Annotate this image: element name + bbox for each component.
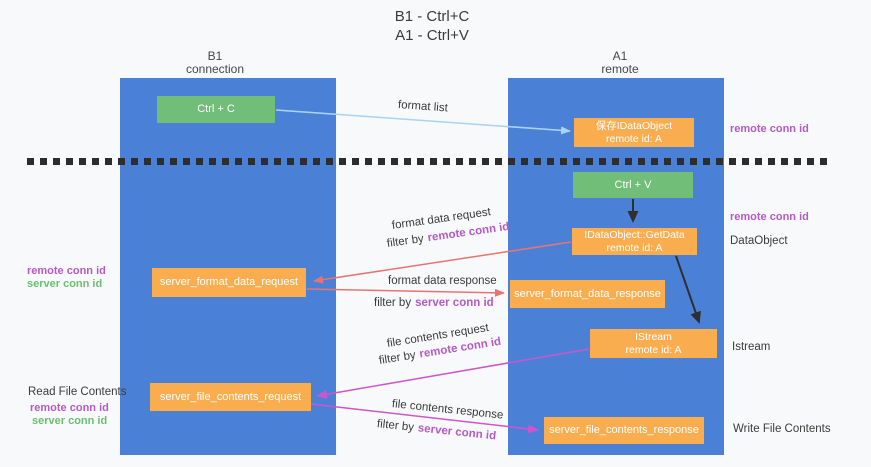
side-label-write-file-contents: Write File Contents bbox=[733, 423, 831, 435]
title-line-1: B1 - Ctrl+C bbox=[394, 8, 470, 25]
server-file-contents-response-label: server_file_contents_response bbox=[549, 424, 699, 436]
istream-line1: IStream bbox=[635, 330, 672, 343]
node-server-file-contents-request: server_file_contents_request bbox=[150, 383, 311, 411]
side-label-remote-conn-id-bottom-left: remote conn id bbox=[30, 402, 109, 414]
node-idataobject-getdata: IDataObject::GetData remote id: A bbox=[572, 228, 697, 255]
node-server-file-contents-response: server_file_contents_response bbox=[544, 417, 704, 444]
side-label-remote-conn-id-top-right: remote conn id bbox=[730, 123, 809, 135]
section-divider-dashed-line bbox=[27, 158, 833, 165]
server-conn-id-text: server conn id bbox=[415, 297, 494, 309]
title-line-2: A1 - Ctrl+V bbox=[395, 27, 469, 44]
lane-header-a1: A1 remote bbox=[520, 50, 720, 76]
lane-a1-role: remote bbox=[601, 62, 639, 76]
istream-line2: remote id: A bbox=[625, 343, 682, 356]
server-file-contents-request-label: server_file_contents_request bbox=[159, 390, 302, 403]
save-idataobject-line1: 保存IDataObject bbox=[595, 119, 673, 132]
filter-by-text: filter by bbox=[374, 297, 412, 309]
node-save-idataobject: 保存IDataObject remote id: A bbox=[574, 118, 694, 147]
getdata-line1: IDataObject::GetData bbox=[584, 228, 685, 241]
server-format-data-request-label: server_format_data_request bbox=[159, 276, 299, 288]
arrow-format-data-response bbox=[306, 288, 505, 297]
arrow-file-contents-response bbox=[310, 403, 539, 434]
arrow-getdata-to-istream bbox=[675, 255, 701, 324]
node-ctrl-c: Ctrl + C bbox=[157, 96, 275, 123]
side-label-read-file-contents: Read File Contents bbox=[28, 386, 127, 398]
lane-b1-name: B1 bbox=[207, 49, 223, 63]
arrow-file-contents-request bbox=[316, 348, 590, 399]
lane-b1-role: connection bbox=[185, 62, 245, 76]
side-label-istream: Istream bbox=[732, 341, 771, 353]
arrow-format-list bbox=[275, 109, 571, 135]
diagram-title: B1 - Ctrl+C A1 - Ctrl+V bbox=[332, 7, 532, 45]
side-label-server-conn-id-bottom-left: server conn id bbox=[32, 415, 108, 427]
node-ctrl-v: Ctrl + V bbox=[573, 172, 693, 198]
ctrl-c-label: Ctrl + C bbox=[197, 103, 235, 115]
arrow-format-data-request bbox=[313, 241, 572, 284]
save-idataobject-line2: remote id: A bbox=[605, 132, 663, 145]
node-istream: IStream remote id: A bbox=[590, 329, 717, 358]
node-server-format-data-response: server_format_data_response bbox=[510, 280, 665, 308]
getdata-line2: remote id: A bbox=[606, 241, 663, 254]
side-label-remote-conn-id-mid-right: remote conn id bbox=[730, 211, 809, 223]
lane-a1-name: A1 bbox=[612, 49, 628, 63]
node-server-format-data-request: server_format_data_request bbox=[152, 268, 306, 297]
side-label-dataobject: DataObject bbox=[730, 235, 788, 247]
lane-header-b1: B1 connection bbox=[115, 50, 315, 76]
server-format-data-response-label: server_format_data_response bbox=[514, 287, 661, 300]
ctrl-v-label: Ctrl + V bbox=[614, 178, 652, 191]
side-label-remote-conn-id-mid-left: remote conn id bbox=[27, 265, 106, 277]
side-label-server-conn-id-mid-left: server conn id bbox=[27, 278, 103, 290]
edge-label-format-data-response: format data response bbox=[388, 275, 497, 287]
